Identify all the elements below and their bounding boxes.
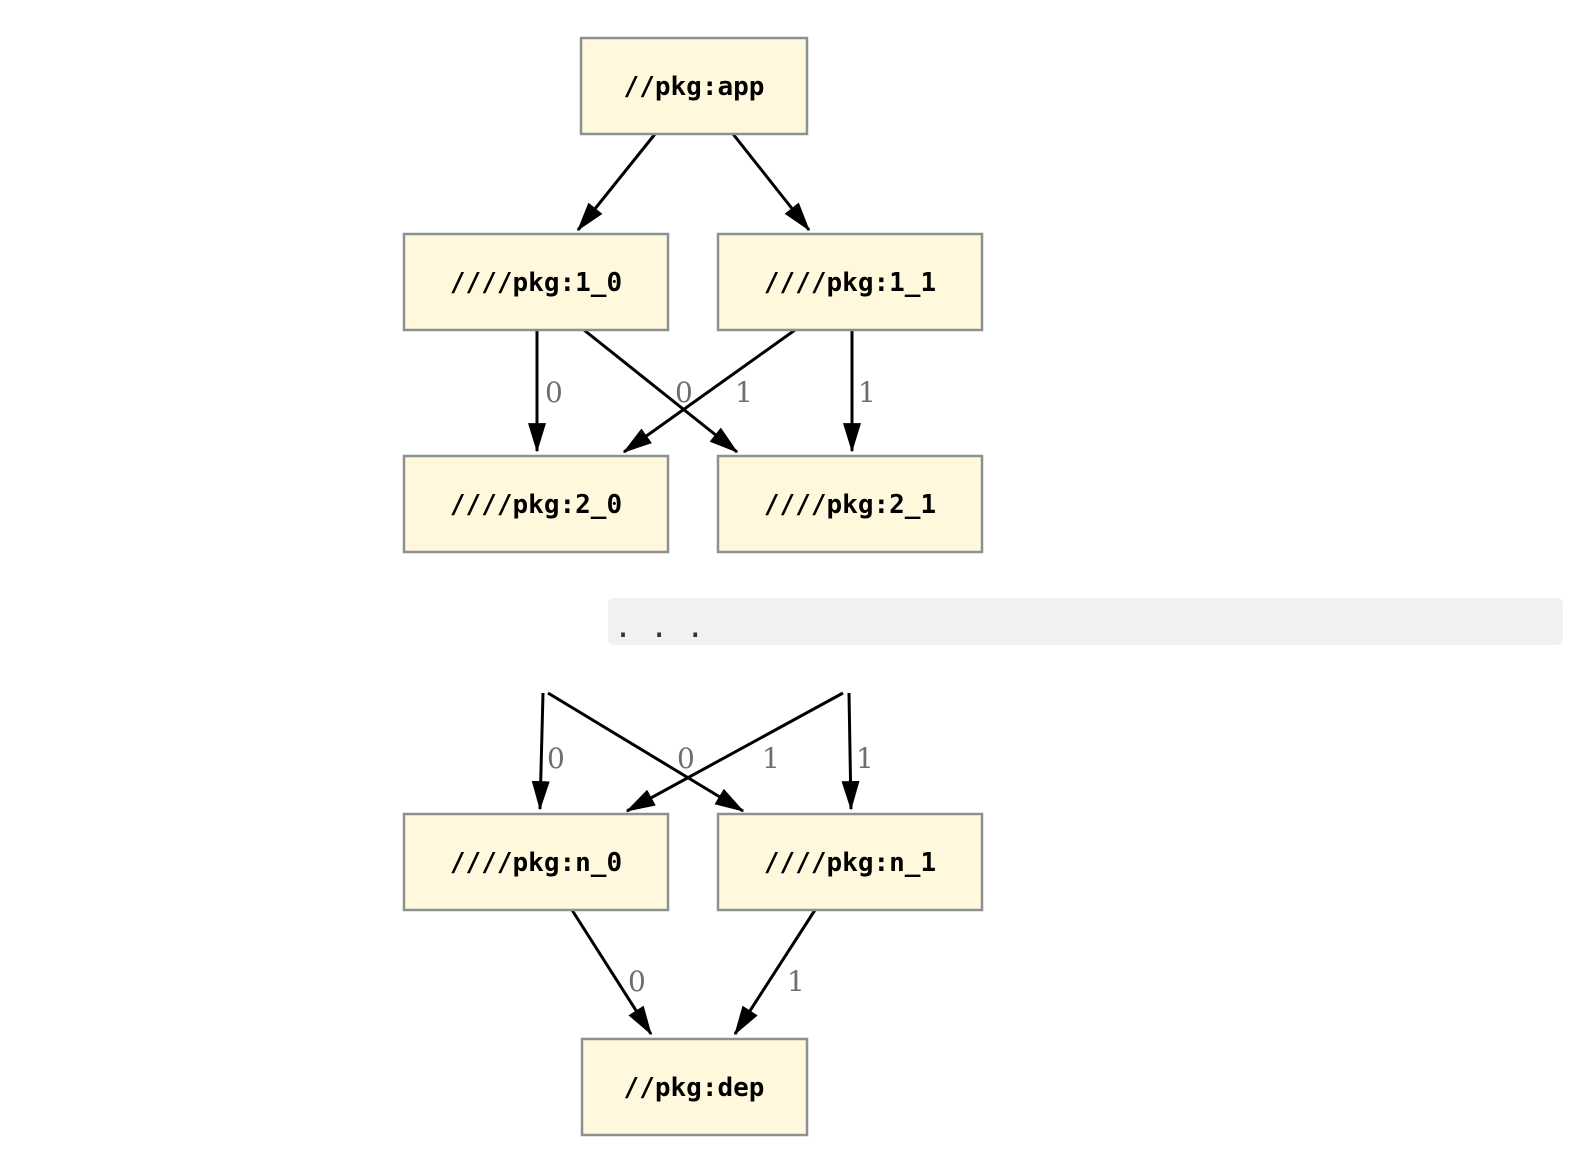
edge-1_1-to-2_0: [622, 328, 796, 454]
ellipsis-dots: . . .: [614, 610, 704, 645]
edge-label: 0: [547, 742, 565, 775]
edge-label: 0: [677, 742, 695, 775]
edge-n_0-to-dep: [570, 909, 653, 1036]
edge-elided-left-to-n_0: [531, 692, 550, 811]
node-dep-box: [580, 1037, 809, 1137]
node-2_1-label: ////pkg:2_1: [764, 490, 936, 520]
node-app-box: [579, 36, 809, 136]
edge-elided-right-to-n_1: [841, 692, 860, 811]
node-app-label: //pkg:app: [624, 72, 765, 102]
edge-label: 0: [545, 376, 563, 409]
edge-label: 1: [856, 742, 874, 775]
node-app: //pkg:app: [579, 36, 809, 136]
edge-elided-right-to-n_0: [625, 691, 844, 813]
ellipsis-band: . . .: [608, 598, 1563, 645]
edge-label: 0: [675, 376, 693, 409]
edge-label: 1: [858, 376, 876, 409]
node-n_0-label: ////pkg:n_0: [450, 848, 622, 878]
edge-elided-left-to-n_1: [547, 691, 745, 813]
edge-label: 1: [762, 742, 780, 775]
edge-label: 1: [735, 376, 753, 409]
node-2_1: ////pkg:2_1: [716, 454, 984, 554]
node-n_1: ////pkg:n_1: [716, 812, 984, 912]
node-1_1-box: [716, 232, 984, 332]
edge-label: 1: [787, 965, 805, 998]
node-n_1-label: ////pkg:n_1: [764, 848, 936, 878]
node-n_0-box: [402, 812, 670, 912]
node-1_0-box: [402, 232, 670, 332]
node-1_0-label: ////pkg:1_0: [450, 268, 622, 298]
node-1_0: ////pkg:1_0: [402, 232, 670, 332]
node-1_1-label: ////pkg:1_1: [764, 268, 936, 298]
node-2_1-box: [716, 454, 984, 554]
edge-1_0-to-2_1: [583, 328, 739, 454]
node-dep: //pkg:dep: [580, 1037, 809, 1137]
edge-app-to-1_0: [576, 133, 657, 232]
node-n_1-box: [716, 812, 984, 912]
node-2_0-box: [402, 454, 670, 554]
edge-app-to-1_1: [731, 133, 811, 232]
node-2_0: ////pkg:2_0: [402, 454, 670, 554]
node-2_0-label: ////pkg:2_0: [450, 490, 622, 520]
node-n_0: ////pkg:n_0: [402, 812, 670, 912]
node-1_1: ////pkg:1_1: [716, 232, 984, 332]
edge-n_1-to-dep: [733, 909, 817, 1036]
edge-label: 0: [628, 965, 646, 998]
node-dep-label: //pkg:dep: [624, 1073, 765, 1103]
ellipsis-band-background: [608, 598, 1563, 645]
